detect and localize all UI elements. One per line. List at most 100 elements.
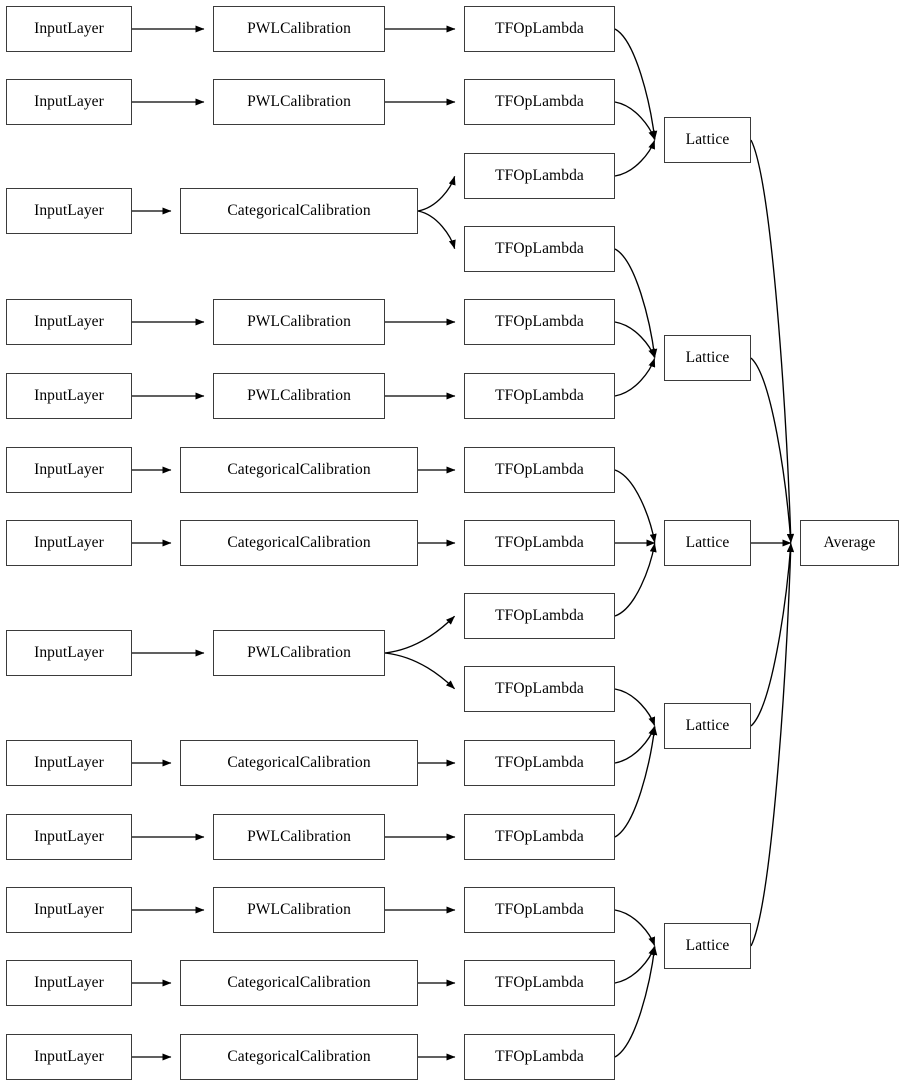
node-lattice-lat5[interactable]: Lattice: [664, 923, 751, 969]
node-label: Lattice: [685, 534, 730, 552]
node-label: Lattice: [685, 349, 730, 367]
node-inputlayer-in12[interactable]: InputLayer: [6, 960, 132, 1006]
edge-tf12-to-lat4: [614, 726, 658, 838]
node-inputlayer-in8[interactable]: InputLayer: [6, 630, 132, 676]
node-pwlcalibration-cal5[interactable]: PWLCalibration: [213, 373, 385, 419]
node-label: PWLCalibration: [247, 644, 351, 662]
edge-lat1-to-avg: [750, 139, 795, 543]
node-inputlayer-in13[interactable]: InputLayer: [6, 1034, 132, 1080]
edge-tf11-to-lat4: [614, 725, 656, 764]
node-label: CategoricalCalibration: [227, 974, 371, 992]
node-lattice-lat3[interactable]: Lattice: [664, 520, 751, 566]
node-label: TFOpLambda: [495, 461, 584, 479]
node-inputlayer-in11[interactable]: InputLayer: [6, 887, 132, 933]
node-label: TFOpLambda: [495, 607, 584, 625]
node-label: Lattice: [685, 717, 730, 735]
node-lattice-lat1[interactable]: Lattice: [664, 117, 751, 163]
node-tfoplambda-tf13[interactable]: TFOpLambda: [464, 887, 615, 933]
edge-lat2-to-avg: [750, 357, 794, 543]
node-label: InputLayer: [34, 754, 104, 772]
node-label: CategoricalCalibration: [227, 754, 371, 772]
node-pwlcalibration-cal4[interactable]: PWLCalibration: [213, 299, 385, 345]
node-tfoplambda-tf1[interactable]: TFOpLambda: [464, 6, 615, 52]
node-label: PWLCalibration: [247, 828, 351, 846]
edge-tf2-to-lat1: [614, 101, 656, 141]
node-label: InputLayer: [34, 387, 104, 405]
node-label: TFOpLambda: [495, 901, 584, 919]
node-label: InputLayer: [34, 202, 104, 220]
node-label: TFOpLambda: [495, 1048, 584, 1066]
node-pwlcalibration-cal2[interactable]: PWLCalibration: [213, 79, 385, 125]
node-label: TFOpLambda: [495, 387, 584, 405]
node-inputlayer-in10[interactable]: InputLayer: [6, 814, 132, 860]
node-tfoplambda-tf14[interactable]: TFOpLambda: [464, 960, 615, 1006]
node-tfoplambda-tf15[interactable]: TFOpLambda: [464, 1034, 615, 1080]
node-categoricalcalibration-cal12[interactable]: CategoricalCalibration: [180, 960, 418, 1006]
node-label: Lattice: [685, 131, 730, 149]
node-inputlayer-in2[interactable]: InputLayer: [6, 79, 132, 125]
node-pwlcalibration-cal10[interactable]: PWLCalibration: [213, 814, 385, 860]
edge-lat4-to-avg: [750, 543, 794, 727]
node-tfoplambda-tf6[interactable]: TFOpLambda: [464, 373, 615, 419]
node-label: InputLayer: [34, 901, 104, 919]
node-label: CategoricalCalibration: [227, 461, 371, 479]
node-label: PWLCalibration: [247, 20, 351, 38]
node-tfoplambda-tf9[interactable]: TFOpLambda: [464, 593, 615, 639]
node-lattice-lat2[interactable]: Lattice: [664, 335, 751, 381]
node-tfoplambda-tf5[interactable]: TFOpLambda: [464, 299, 615, 345]
edge-tf4-to-lat2: [614, 248, 658, 358]
node-tfoplambda-tf11[interactable]: TFOpLambda: [464, 740, 615, 786]
node-categoricalcalibration-cal6[interactable]: CategoricalCalibration: [180, 447, 418, 493]
node-inputlayer-in3[interactable]: InputLayer: [6, 188, 132, 234]
node-pwlcalibration-cal1[interactable]: PWLCalibration: [213, 6, 385, 52]
node-label: TFOpLambda: [495, 240, 584, 258]
node-inputlayer-in9[interactable]: InputLayer: [6, 740, 132, 786]
edge-lat5-to-avg: [750, 543, 795, 947]
node-label: InputLayer: [34, 828, 104, 846]
node-lattice-lat4[interactable]: Lattice: [664, 703, 751, 749]
node-label: InputLayer: [34, 1048, 104, 1066]
node-inputlayer-in7[interactable]: InputLayer: [6, 520, 132, 566]
node-tfoplambda-tf3[interactable]: TFOpLambda: [464, 153, 615, 199]
edge-tf7-to-lat3: [614, 469, 657, 543]
node-inputlayer-in5[interactable]: InputLayer: [6, 373, 132, 419]
node-label: InputLayer: [34, 313, 104, 331]
node-label: PWLCalibration: [247, 901, 351, 919]
node-categoricalcalibration-cal7[interactable]: CategoricalCalibration: [180, 520, 418, 566]
edge-tf13-to-lat5: [614, 909, 656, 947]
node-categoricalcalibration-cal3[interactable]: CategoricalCalibration: [180, 188, 418, 234]
node-tfoplambda-tf10[interactable]: TFOpLambda: [464, 666, 615, 712]
node-label: CategoricalCalibration: [227, 202, 371, 220]
node-inputlayer-in1[interactable]: InputLayer: [6, 6, 132, 52]
node-label: Average: [823, 534, 876, 552]
node-label: TFOpLambda: [495, 167, 584, 185]
node-tfoplambda-tf2[interactable]: TFOpLambda: [464, 79, 615, 125]
node-pwlcalibration-cal11[interactable]: PWLCalibration: [213, 887, 385, 933]
node-label: PWLCalibration: [247, 387, 351, 405]
node-label: PWLCalibration: [247, 93, 351, 111]
node-label: TFOpLambda: [495, 313, 584, 331]
node-tfoplambda-tf4[interactable]: TFOpLambda: [464, 226, 615, 272]
node-label: Lattice: [685, 937, 730, 955]
edge-tf15-to-lat5: [614, 946, 658, 1058]
edge-tf6-to-lat2: [614, 357, 656, 397]
node-tfoplambda-tf7[interactable]: TFOpLambda: [464, 447, 615, 493]
node-tfoplambda-tf8[interactable]: TFOpLambda: [464, 520, 615, 566]
node-inputlayer-in6[interactable]: InputLayer: [6, 447, 132, 493]
node-label: PWLCalibration: [247, 313, 351, 331]
node-pwlcalibration-cal8[interactable]: PWLCalibration: [213, 630, 385, 676]
node-inputlayer-in4[interactable]: InputLayer: [6, 299, 132, 345]
node-categoricalcalibration-cal13[interactable]: CategoricalCalibration: [180, 1034, 418, 1080]
node-tfoplambda-tf12[interactable]: TFOpLambda: [464, 814, 615, 860]
edge-cal3-to-tf4: [417, 210, 456, 250]
edge-tf10-to-lat4: [614, 688, 656, 727]
node-label: InputLayer: [34, 534, 104, 552]
node-label: TFOpLambda: [495, 680, 584, 698]
node-average-avg[interactable]: Average: [800, 520, 899, 566]
node-label: InputLayer: [34, 974, 104, 992]
node-label: CategoricalCalibration: [227, 534, 371, 552]
edge-tf5-to-lat2: [614, 321, 656, 359]
node-categoricalcalibration-cal9[interactable]: CategoricalCalibration: [180, 740, 418, 786]
